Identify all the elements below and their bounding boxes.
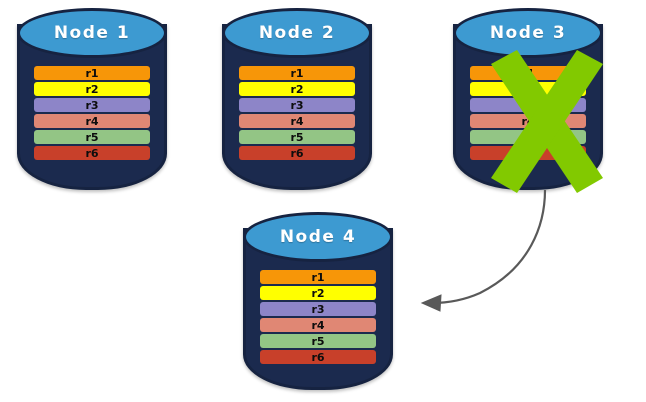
node-3-rows: r1 r2 r3 r4 r5 r6 — [453, 66, 603, 160]
replication-arrow-head — [420, 294, 442, 312]
node-4-row-r5[interactable]: r5 — [260, 334, 376, 348]
node-3-row-r3[interactable]: r3 — [470, 98, 586, 112]
node-3-label: Node 3 — [489, 23, 567, 43]
node-2-cylinder-top — [222, 8, 372, 58]
node-2-row-r5[interactable]: r5 — [239, 130, 355, 144]
node-4-cylinder-top — [243, 212, 393, 262]
node-2-label: Node 2 — [258, 23, 336, 43]
node-3-row-r2[interactable]: r2 — [470, 82, 586, 96]
node-1-row-r6[interactable]: r6 — [34, 146, 150, 160]
node-2-row-r2[interactable]: r2 — [239, 82, 355, 96]
node-1-row-r2[interactable]: r2 — [34, 82, 150, 96]
node-4-label: Node 4 — [279, 227, 357, 247]
node-1-row-r3[interactable]: r3 — [34, 98, 150, 112]
node-3-row-r6[interactable]: r6 — [470, 146, 586, 160]
node-4-row-r6[interactable]: r6 — [260, 350, 376, 364]
node-1-row-r4[interactable]: r4 — [34, 114, 150, 128]
node-4-row-r3[interactable]: r3 — [260, 302, 376, 316]
node-1[interactable]: Node 1 r1 r2 r3 r4 r5 r6 — [17, 8, 167, 190]
node-1-label: Node 1 — [53, 23, 131, 43]
node-2-row-r1[interactable]: r1 — [239, 66, 355, 80]
node-2-rows: r1 r2 r3 r4 r5 r6 — [222, 66, 372, 160]
node-2[interactable]: Node 2 r1 r2 r3 r4 r5 r6 — [222, 8, 372, 190]
node-1-rows: r1 r2 r3 r4 r5 r6 — [17, 66, 167, 160]
node-4-rows: r1 r2 r3 r4 r5 r6 — [243, 270, 393, 364]
node-3-row-r5[interactable]: r5 — [470, 130, 586, 144]
node-2-row-r4[interactable]: r4 — [239, 114, 355, 128]
node-4-row-r1[interactable]: r1 — [260, 270, 376, 284]
node-1-row-r1[interactable]: r1 — [34, 66, 150, 80]
replication-arrow-line — [431, 189, 547, 305]
node-3[interactable]: Node 3 r1 r2 r3 r4 r5 r6 — [453, 8, 603, 193]
node-4-row-r2[interactable]: r2 — [260, 286, 376, 300]
node-2-row-r6[interactable]: r6 — [239, 146, 355, 160]
node-1-cylinder-top — [17, 8, 167, 58]
node-2-row-r3[interactable]: r3 — [239, 98, 355, 112]
node-4-row-r4[interactable]: r4 — [260, 318, 376, 332]
node-3-row-r4[interactable]: r4 — [470, 114, 586, 128]
node-3-row-r1[interactable]: r1 — [470, 66, 586, 80]
node-4[interactable]: Node 4 r1 r2 r3 r4 r5 r6 — [243, 212, 393, 390]
node-1-row-r5[interactable]: r5 — [34, 130, 150, 144]
